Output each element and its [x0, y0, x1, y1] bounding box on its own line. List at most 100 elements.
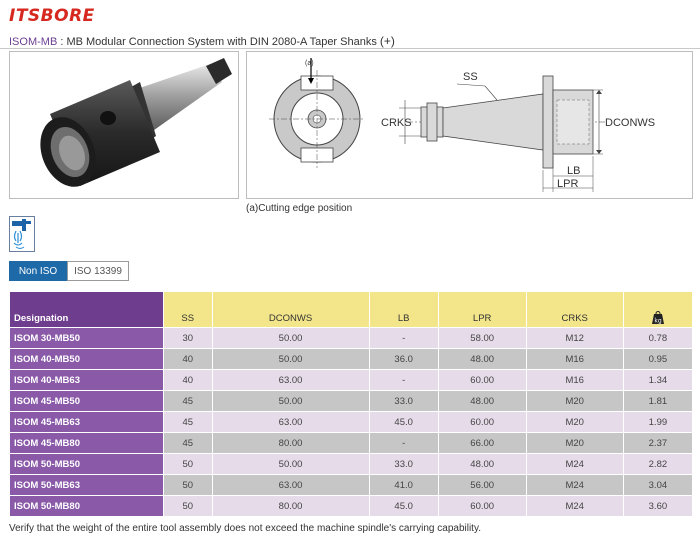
cell-crks: M16: [525, 369, 624, 391]
dim-crks-label: CRKS: [381, 117, 412, 129]
kg-label: kg: [654, 318, 661, 325]
header-divider: [0, 48, 700, 49]
cell-lb: 45.0: [368, 411, 439, 433]
cell-crks: M24: [525, 453, 624, 475]
cell-designation: ISOM 45-MB63: [9, 411, 164, 433]
cell-dconws: 80.00: [211, 495, 370, 517]
cell-designation: ISOM 40-MB63: [9, 369, 164, 391]
table-header-row: Designation SS DCONWS LB LPR CRKS kg: [9, 291, 694, 328]
dimension-drawing: (a) CRKS SS: [269, 58, 655, 192]
cell-lb: 36.0: [368, 348, 439, 370]
cell-designation: ISOM 50-MB63: [9, 474, 164, 496]
cell-weight: 0.95: [622, 348, 694, 370]
tab-iso-13399[interactable]: ISO 13399: [67, 261, 129, 281]
cell-lb: -: [368, 432, 439, 454]
subtitle-separator: :: [57, 36, 67, 48]
cell-crks: M24: [525, 474, 624, 496]
cell-ss: 30: [163, 327, 213, 349]
end-view: (a): [269, 58, 365, 168]
technical-drawing: (a) CRKS SS: [246, 51, 693, 199]
cell-weight: 1.34: [622, 369, 694, 391]
tool-holder-render: [40, 58, 232, 187]
cell-lpr: 60.00: [437, 411, 527, 433]
dim-dconws-label: DCONWS: [605, 117, 655, 129]
tab-non-iso[interactable]: Non ISO: [9, 261, 67, 281]
cell-weight: 1.81: [622, 390, 694, 412]
product-code: ISOM-MB: [9, 36, 58, 48]
cell-lb: 45.0: [368, 495, 439, 517]
cell-crks: M20: [525, 390, 624, 412]
dim-ss-label: SS: [463, 71, 478, 83]
cell-designation: ISOM 50-MB50: [9, 453, 164, 475]
dim-lpr-label: LPR: [557, 178, 578, 190]
cell-ss: 50: [163, 453, 213, 475]
cell-designation: ISOM 30-MB50: [9, 327, 164, 349]
product-photo: [9, 51, 239, 199]
cell-ss: 45: [163, 411, 213, 433]
cell-dconws: 50.00: [211, 327, 370, 349]
cell-lb: 33.0: [368, 390, 439, 412]
cell-dconws: 50.00: [211, 390, 370, 412]
cell-dconws: 80.00: [211, 432, 370, 454]
col-dconws: DCONWS: [211, 291, 370, 328]
side-view: CRKS SS DCONWS LB LPR: [381, 71, 655, 192]
cell-weight: 3.04: [622, 474, 694, 496]
col-ss: SS: [163, 291, 213, 328]
col-designation: Designation: [9, 291, 164, 328]
cell-lb: -: [368, 369, 439, 391]
expand-button[interactable]: (+): [379, 34, 395, 48]
cell-designation: ISOM 45-MB50: [9, 390, 164, 412]
footnote: Verify that the weight of the entire too…: [9, 523, 481, 534]
product-subtitle: ISOM-MB : MB Modular Connection System w…: [9, 34, 395, 48]
cell-ss: 50: [163, 495, 213, 517]
col-lpr: LPR: [437, 291, 527, 328]
cell-ss: 50: [163, 474, 213, 496]
cell-ss: 40: [163, 348, 213, 370]
cell-weight: 2.82: [622, 453, 694, 475]
cell-ss: 45: [163, 390, 213, 412]
cell-weight: 0.78: [622, 327, 694, 349]
cell-lpr: 48.00: [437, 348, 527, 370]
cell-dconws: 50.00: [211, 348, 370, 370]
cell-ss: 40: [163, 369, 213, 391]
cell-dconws: 50.00: [211, 453, 370, 475]
logo-text: ITSBORE: [9, 6, 95, 26]
cell-lb: -: [368, 327, 439, 349]
dim-lb-label: LB: [567, 165, 580, 177]
cell-designation: ISOM 45-MB80: [9, 432, 164, 454]
coolant-tap-icon: [9, 216, 35, 252]
cell-dconws: 63.00: [211, 411, 370, 433]
drawing-caption: (a)Cutting edge position: [246, 203, 353, 214]
cell-dconws: 63.00: [211, 369, 370, 391]
cell-crks: M20: [525, 411, 624, 433]
cell-lpr: 60.00: [437, 369, 527, 391]
cell-lpr: 66.00: [437, 432, 527, 454]
cell-lpr: 48.00: [437, 390, 527, 412]
cell-weight: 1.99: [622, 411, 694, 433]
cell-crks: M24: [525, 495, 624, 517]
cell-crks: M20: [525, 432, 624, 454]
cell-crks: M12: [525, 327, 624, 349]
cell-lpr: 60.00: [437, 495, 527, 517]
cell-designation: ISOM 50-MB80: [9, 495, 164, 517]
brand-logo: ITSBORE: [9, 6, 95, 26]
marker-label: (a): [305, 60, 314, 67]
col-lb: LB: [368, 291, 439, 328]
cell-dconws: 63.00: [211, 474, 370, 496]
cell-weight: 2.37: [622, 432, 694, 454]
cell-ss: 45: [163, 432, 213, 454]
cell-crks: M16: [525, 348, 624, 370]
cell-lpr: 58.00: [437, 327, 527, 349]
cell-lb: 41.0: [368, 474, 439, 496]
cell-lpr: 48.00: [437, 453, 527, 475]
